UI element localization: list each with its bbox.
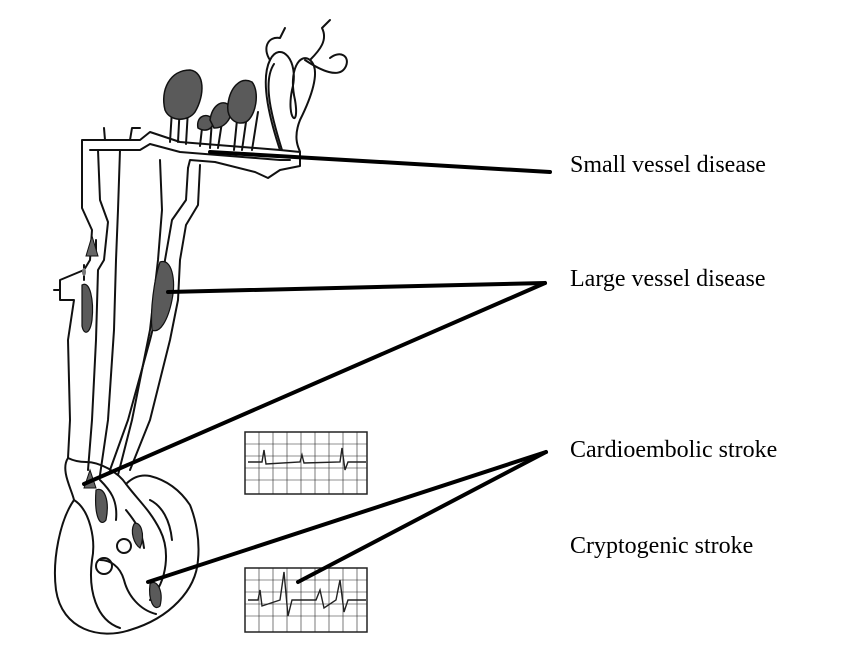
label-cryptogenic-stroke: Cryptogenic stroke [570,533,753,560]
flow-dot [82,268,86,276]
leader-cardioembolic [148,452,546,582]
leader-cryptogenic [298,452,546,582]
cerebral-vessels [82,20,347,178]
heart [55,458,199,634]
label-cardioembolic-stroke: Cardioembolic stroke [570,437,777,464]
ecg-strip-top [245,432,367,494]
label-large-vessel-disease: Large vessel disease [570,266,765,293]
neck-arteries [54,148,200,475]
label-small-vessel-disease: Small vessel disease [570,152,766,179]
leader-large-vessel-plaque [168,283,545,292]
leader-small-vessel [210,152,550,172]
leader-lines [84,152,550,582]
basal-ganglia-lesions [164,70,257,130]
